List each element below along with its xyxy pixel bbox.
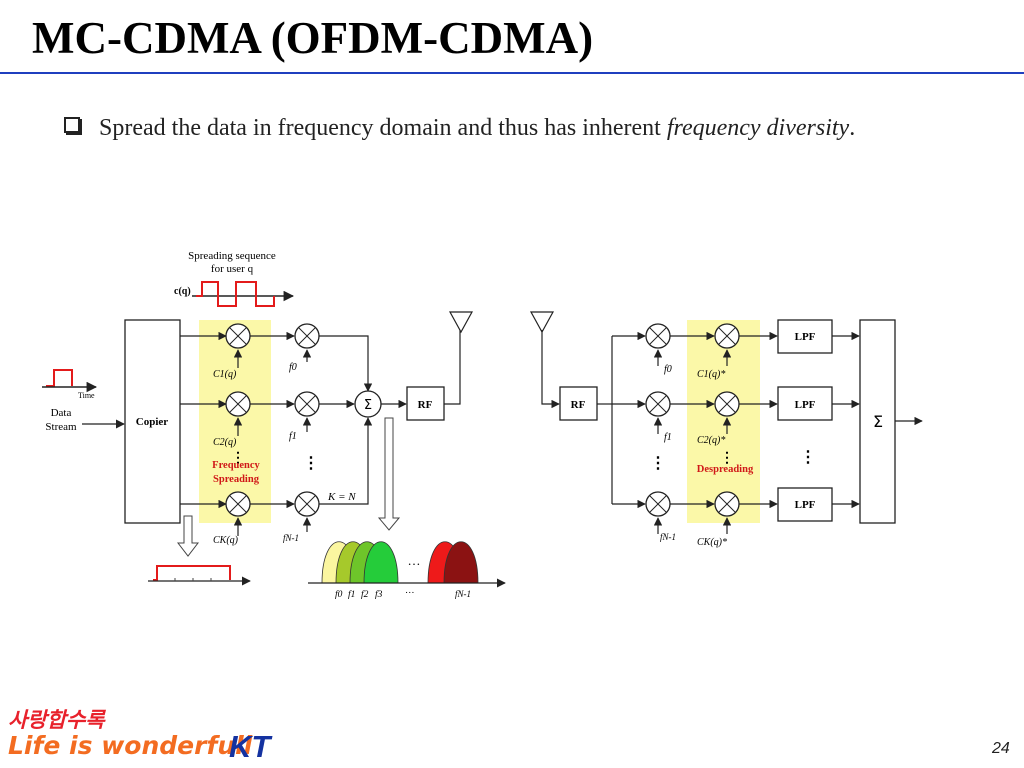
rx-vertical-dots-lpf: ⋮ [800, 449, 816, 466]
rx-carrier-multiplier-1 [645, 323, 671, 349]
code-label-2: C2(q) [213, 437, 237, 448]
lpf-label-k: LPF [795, 499, 816, 511]
title-rule [0, 72, 1024, 74]
tx-rf-label: RF [418, 399, 433, 411]
code-multiplier-2 [225, 391, 251, 417]
kt-logo: KT [229, 729, 271, 764]
lpf-label-2: LPF [795, 399, 816, 411]
frequency-spreading-label-2: Spreading [213, 474, 260, 485]
data-stream-label-2: Stream [45, 421, 77, 433]
rx-rf-label: RF [571, 399, 586, 411]
combine-line-1 [319, 335, 373, 392]
page-number: 24 [992, 740, 1010, 757]
bullet-text-end: . [849, 115, 856, 141]
bullet-text: Spread the data in frequency domain and … [99, 106, 984, 150]
bullet-text-italic: frequency diversity [666, 115, 850, 141]
rx-rf-block [559, 386, 598, 421]
rx-freq-label-n: fN-1 [660, 532, 676, 542]
data-pulse [46, 369, 73, 387]
despreading-label: Despreading [697, 464, 754, 475]
carrier-multiplier-2 [294, 391, 320, 417]
data-stream-label-1: Data [51, 407, 72, 419]
spectrum-lobe-f3 [363, 541, 399, 584]
code-multiplier-1 [225, 323, 251, 349]
rx-code-multiplier-k [714, 491, 740, 517]
time-label: Time [78, 391, 95, 400]
spreading-sequence-title: Spreading sequence [188, 250, 276, 262]
code-symbol-label: c(q) [174, 286, 191, 297]
code-label-1: C1(q) [213, 369, 237, 380]
spectrum-label-dots: … [405, 586, 415, 596]
lpf-label-1: LPF [795, 331, 816, 343]
rx-carrier-multiplier-2 [645, 391, 671, 417]
spectrum-label-f1: f1 [348, 589, 355, 600]
carrier-freq-label-n: fN-1 [283, 533, 299, 543]
bullet-item: Spread the data in frequency domain and … [64, 106, 984, 150]
tx-antenna-feed [444, 330, 461, 405]
rx-vertical-dots-carrier: ⋮ [650, 455, 666, 472]
rx-code-multiplier-1 [714, 323, 740, 349]
frequency-spreading-label-1: Frequency [212, 460, 260, 471]
lpf-block-1 [777, 319, 833, 354]
spectrum-label-f2: f2 [361, 589, 369, 600]
rx-antenna-feed [541, 330, 560, 409]
tx-antenna-icon [448, 311, 474, 334]
rx-freq-label-2: f1 [664, 432, 672, 443]
copier-block [124, 319, 181, 524]
spreading-sequence-subtitle: for user q [211, 263, 254, 275]
brand-slogan-korean: 사랑합수록 [8, 708, 105, 732]
carrier-freq-label-2: f1 [289, 431, 297, 442]
carrier-multiplier-n [294, 491, 320, 517]
rx-summation-block [859, 319, 896, 524]
lpf-block-2 [777, 386, 833, 421]
rx-code-multiplier-2 [714, 391, 740, 417]
spectrum-dots: … [408, 553, 421, 568]
carrier-multiplier-1 [294, 323, 320, 349]
combine-line-n [319, 417, 373, 505]
code-multiplier-k [225, 491, 251, 517]
receiver: RF f0 f1 fN-1 ⋮ [529, 311, 923, 548]
rx-code-label-1: C1(q)* [697, 369, 725, 380]
summation-symbol: Σ [364, 398, 372, 413]
spectrum-label-f3: f3 [375, 589, 383, 600]
spectrum-lobe-fn1 [443, 541, 479, 584]
spectrum-label-fn1: fN-1 [455, 589, 471, 599]
time-hollow-arrow [176, 515, 200, 557]
bullet-text-plain: Spread the data in frequency domain and … [99, 115, 667, 141]
k-equals-n-label: K = N [327, 491, 356, 503]
rx-summation-symbol: Σ [873, 412, 883, 431]
spreading-code-waveform [196, 281, 275, 307]
rx-freq-label-1: f0 [664, 364, 672, 375]
vertical-dots-carrier: ⋮ [303, 455, 319, 472]
code-label-k: CK(q) [213, 535, 239, 546]
rx-vertical-dots-code: ⋮ [720, 451, 734, 466]
spectrum-label-f0: f0 [335, 589, 343, 600]
rx-carrier-multiplier-n [645, 491, 671, 517]
subcarrier-spectrum: … f0 f1 f2 f3 … fN-1 [308, 541, 506, 600]
slide-title: MC-CDMA (OFDM-CDMA) [32, 13, 594, 63]
spread-time-ticks [174, 578, 212, 581]
spread-time-waveform [153, 565, 231, 581]
carrier-freq-label-1: f0 [289, 362, 297, 373]
transmitter: Spreading sequence for user q c(q) Time … [42, 250, 506, 600]
vertical-dots-code: ⋮ [231, 451, 245, 466]
rx-code-label-k: CK(q)* [697, 537, 727, 548]
rx-antenna-icon [529, 311, 555, 334]
checkbox-bullet-icon [64, 117, 80, 133]
copier-label: Copier [136, 416, 169, 428]
rx-code-label-2: C2(q)* [697, 435, 725, 446]
brand-slogan: Life is wonderfull [8, 731, 253, 760]
spectrum-hollow-arrow [377, 417, 401, 531]
